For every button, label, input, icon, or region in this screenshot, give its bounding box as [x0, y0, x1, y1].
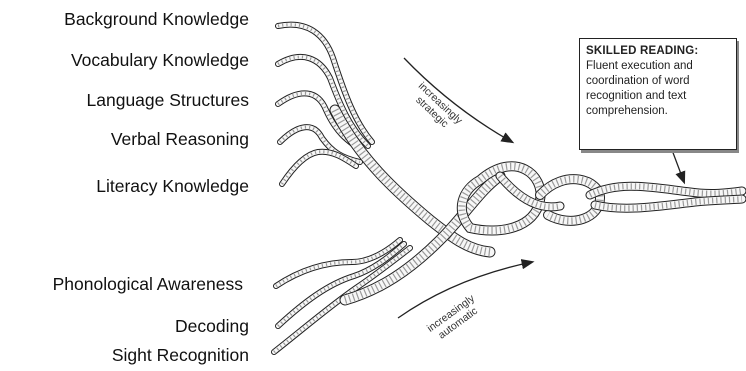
strand-label-phonological-awareness: Phonological Awareness: [53, 274, 243, 295]
strand-label-decoding: Decoding: [175, 316, 249, 337]
callout-body: Fluent execution and coordination of wor…: [586, 60, 693, 117]
strand-label-sight-recognition: Sight Recognition: [112, 345, 249, 366]
strand-label-literacy-knowledge: Literacy Knowledge: [96, 176, 249, 197]
strand-label-background-knowledge: Background Knowledge: [64, 9, 249, 30]
skilled-reading-callout: SKILLED READING: Fluent execution and co…: [579, 38, 737, 150]
callout-pointer-arrow: [672, 150, 684, 182]
braid-tail-2: [595, 199, 742, 208]
callout-title: SKILLED READING:: [586, 44, 730, 59]
strand-label-language-structures: Language Structures: [87, 90, 249, 111]
braid-tail-1: [590, 186, 742, 195]
upper-strand-rope: [282, 152, 356, 184]
strand-label-verbal-reasoning: Verbal Reasoning: [111, 129, 249, 150]
upper-strand-rope: [278, 25, 372, 142]
strand-label-vocabulary-knowledge: Vocabulary Knowledge: [71, 50, 249, 71]
braid-loop-2: [540, 179, 600, 221]
